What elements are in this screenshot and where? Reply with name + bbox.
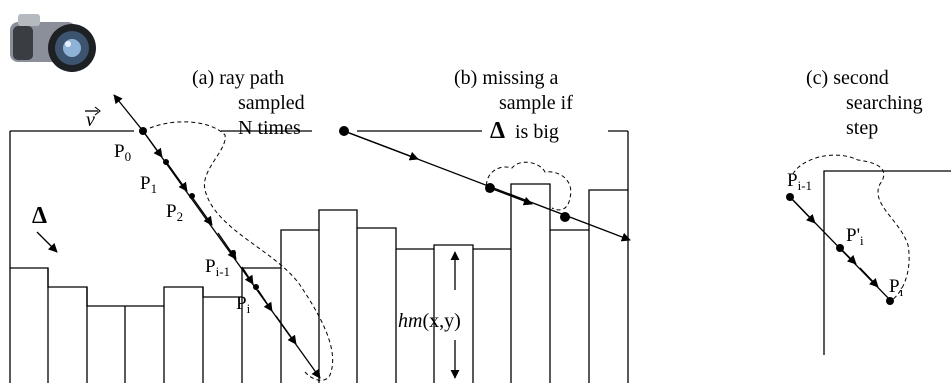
caption-a-line3: N times [238,117,301,139]
caption-a-line1: (a) ray path [192,67,284,89]
sample-point-pim1 [230,250,236,256]
c-sample-pim1 [786,193,794,201]
brace-a [150,122,333,381]
caption-b-line2: sample if [499,92,573,114]
label-p2: P2 [166,201,183,224]
delta-step-label: Δ [32,203,47,229]
c-label-ppi: P'i [846,225,864,248]
heightfield [10,184,628,383]
c-label-pim1: Pi-1 [787,170,812,193]
label-pi: Pi [236,293,251,316]
label-p1: P1 [140,173,157,196]
caption-b-line1: (b) missing a [454,67,559,89]
c-sample-pi [886,297,894,305]
point-labels: v P0 P1 P2 Pi-1 Pi Δ hm(x,y) Pi-1 P'i Pi [32,107,904,332]
label-pim1: Pi-1 [205,256,230,279]
ray-b [339,126,630,240]
view-vector-label: v [86,109,95,131]
caption-b-line3: is big [515,121,559,143]
caption-b-delta: Δ [490,118,505,144]
label-p0: P0 [114,141,131,164]
caption-c-line2: searching [846,92,923,114]
captions: (a) ray path sampled N times (b) missing… [192,67,923,144]
sample-point-b-end [560,212,570,222]
camera-icon [10,14,96,72]
c-sample-ppi [836,244,844,252]
sample-point-p1 [163,159,169,165]
caption-c-line1: (c) second [806,67,889,89]
caption-c-line3: step [846,117,878,139]
c-label-pi: Pi [889,276,904,299]
delta-step-arrow [37,232,57,252]
caption-a-line2: sampled [238,92,305,114]
sample-point-b-start [339,126,349,136]
sample-point-pi [253,284,259,290]
heightmap-label: hm(x,y) [398,310,461,332]
sample-point-p2 [189,193,195,199]
sample-point-p0 [139,127,147,135]
